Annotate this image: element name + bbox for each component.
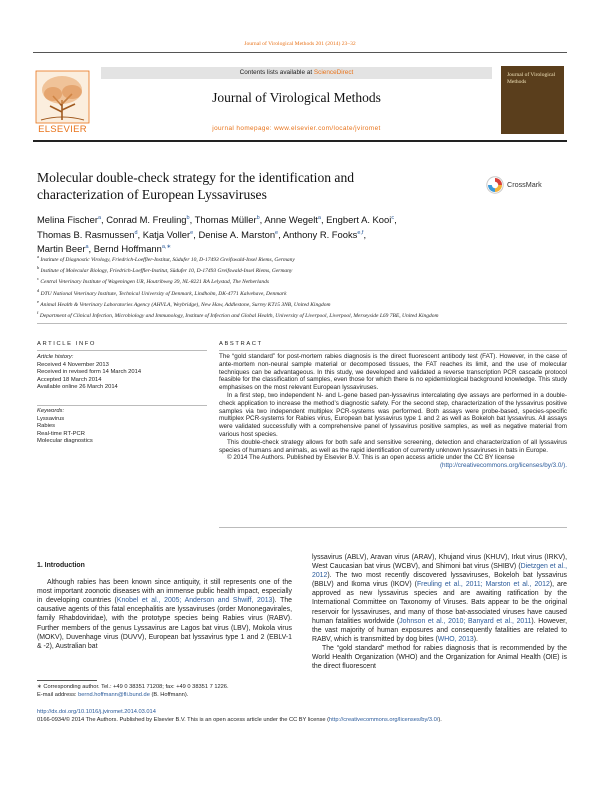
keyword-item: Rabies (37, 423, 56, 430)
keywords-rule (37, 405, 207, 406)
author-name[interactable]: Bernd Hoffmann (93, 243, 162, 255)
affiliation-item: c Central Veterinary Institute of Wageni… (37, 276, 270, 286)
author-affil-marker[interactable]: b (256, 215, 260, 221)
footnote-rule (37, 680, 97, 681)
author-affil-marker[interactable]: b (186, 215, 190, 221)
running-head: Journal of Virological Methods 201 (2014… (244, 41, 356, 47)
abstract-paragraph-3: This double-check strategy allows for bo… (219, 438, 567, 454)
citation-link[interactable]: WHO, 2013 (437, 635, 474, 643)
abstract-copyright: © 2014 The Authors. Published by Elsevie… (227, 454, 515, 462)
author-affil-marker[interactable]: e,f (357, 229, 364, 236)
abstract-paragraph-1: The “gold standard” for post-mortem rabi… (219, 353, 567, 392)
keyword-item: Lyssavirus (37, 415, 65, 422)
crossmark-label: CrossMark (507, 180, 542, 189)
article-title-line-2: characterization of European Lyssaviruse… (37, 186, 267, 202)
license-link[interactable]: (http://creativecommons.org/licenses/by/… (439, 462, 567, 470)
affiliation-list: a Institute of Diagnostic Virology, Frie… (37, 253, 557, 320)
abstract-paragraph-2: In a first step, two independent N- and … (219, 391, 567, 438)
intro-paragraph-2: The “gold standard” method for rabies di… (312, 644, 567, 671)
crossmark-icon[interactable] (486, 176, 504, 194)
author-name[interactable]: Denise A. Marston (198, 228, 276, 240)
homepage-label: journal homepage: (212, 125, 275, 132)
author-name[interactable]: Engbert A. Kooi (326, 214, 392, 226)
contents-prefix: Contents lists available at (239, 69, 314, 76)
history-revised: Received in revised form 14 March 2014 (37, 369, 142, 376)
author-affil-marker[interactable]: e (190, 229, 194, 236)
citation-link[interactable]: Freuling et al., 2011; Marston et al., 2… (416, 581, 550, 589)
author-affil-marker[interactable]: a (97, 215, 102, 221)
article-info-heading: ARTICLE INFO (37, 341, 97, 347)
email-link[interactable]: bernd.hoffmann@fli.bund.de (78, 691, 150, 698)
journal-cover-image (501, 66, 564, 134)
keywords: Keywords: Lyssavirus Rabies Real-time RT… (37, 408, 207, 446)
affiliation-item: a Institute of Diagnostic Virology, Frie… (37, 254, 295, 263)
issn-line: 0166-0934/© 2014 The Authors. Published … (37, 716, 442, 723)
email-note: E-mail address: bernd.hoffmann@fli.bund.… (37, 691, 189, 698)
author-affil-marker[interactable]: d (134, 229, 138, 236)
article-info-rule (37, 350, 207, 351)
intro-paragraph-cont: lyssavirus (ABLV), Aravan virus (ARAV), … (312, 554, 567, 643)
author-name[interactable]: Thomas B. Rasmussen (37, 228, 135, 240)
article-title-line-1: Molecular double-check strategy for the … (37, 170, 355, 185)
author-affil-marker[interactable]: a (85, 244, 89, 251)
author-affil-marker[interactable]: c (391, 215, 395, 221)
abstract-rule (219, 350, 567, 351)
abstract-bottom-rule (219, 527, 567, 528)
affiliation-item: e Animal Health & Veterinary Laboratorie… (37, 298, 331, 308)
article-title: Molecular double-check strategy for the … (37, 170, 467, 203)
author-name[interactable]: Anthony R. Fooks (282, 228, 358, 240)
body-right-column: lyssavirus (ABLV), Aravan virus (ARAV), … (312, 553, 567, 671)
author-name[interactable]: Martin Beer (37, 243, 86, 255)
history-online: Available online 26 March 2014 (37, 384, 118, 391)
author-line-3: Martin Beera, Bernd Hoffmanna,∗ (37, 243, 172, 255)
affiliation-item: f Department of Clinical Infection, Micr… (37, 310, 439, 319)
citation-link[interactable]: Knobel et al., 2005; Anderson and Shwiff… (116, 597, 273, 605)
intro-paragraph: Although rabies has been known since ant… (37, 579, 292, 650)
citation-link[interactable]: Johnson et al., 2010; Banyard et al., 20… (399, 617, 532, 625)
contents-line: Contents lists available at ScienceDirec… (101, 69, 492, 76)
sciencedirect-link[interactable]: ScienceDirect (313, 69, 354, 76)
body-left-column: 1. Introduction Although rabies has been… (37, 561, 292, 651)
journal-homepage: journal homepage: www.elsevier.com/locat… (101, 125, 492, 132)
author-list: Melina Fischera, Conrad M. Freulingb, Th… (37, 212, 497, 256)
author-line-1: Melina Fischera, Conrad M. Freulingb, Th… (37, 214, 397, 226)
affiliation-item: d DTU National Veterinary Institute, Tec… (37, 287, 287, 297)
header-bottom-rule (33, 140, 567, 142)
contents-band (101, 67, 492, 79)
doi-link[interactable]: http://dx.doi.org/10.1016/j.jviromet.201… (37, 709, 156, 715)
history-received: Received 4 November 2013 (37, 361, 109, 368)
corresponding-author-note: ∗ Corresponding author. Tel.: +49 0 3835… (37, 684, 229, 690)
keyword-item: Molecular diagnostics (37, 438, 93, 445)
author-affil-marker[interactable]: e (275, 229, 279, 236)
cover-title: Journal of Virological Methods (507, 72, 556, 85)
elsevier-tree-logo (35, 70, 90, 124)
cc-license-link[interactable]: http://creativecommons.org/licenses/by/3… (329, 716, 439, 723)
keywords-heading: Keywords: (37, 408, 65, 414)
doi-block: http://dx.doi.org/10.1016/j.jviromet.201… (37, 709, 567, 724)
affiliation-item: b Institute of Molecular Biology, Friedr… (37, 265, 293, 275)
author-name[interactable]: Melina Fischer (37, 214, 98, 226)
article-history: Article history: Received 4 November 201… (37, 354, 207, 392)
author-affil-marker[interactable]: a,∗ (161, 244, 172, 251)
keyword-item: Real-time RT-PCR (37, 430, 85, 437)
author-affil-marker[interactable]: a (317, 215, 321, 221)
author-name[interactable]: Thomas Müller (194, 214, 257, 226)
history-heading: Article history: (37, 354, 74, 360)
author-name[interactable]: Katja Voller (142, 228, 191, 240)
homepage-link[interactable]: www.elsevier.com/locate/jviromet (274, 125, 381, 132)
history-accepted: Accepted 18 March 2014 (37, 376, 102, 383)
publisher-name: ELSEVIER (38, 124, 87, 135)
abstract-body: The “gold standard” for post-mortem rabi… (219, 353, 567, 470)
journal-title: Journal of Virological Methods (212, 90, 381, 105)
introduction-heading: 1. Introduction (37, 562, 85, 569)
footnotes: ∗ Corresponding author. Tel.: +49 0 3835… (37, 684, 307, 699)
author-name[interactable]: Anne Wegelt (264, 214, 318, 226)
author-line-2: Thomas B. Rasmussend, Katja Vollere, Den… (37, 228, 367, 240)
header-top-rule (33, 52, 567, 53)
abstract-heading: ABSTRACT (219, 341, 263, 347)
citation-link[interactable]: Dietzgen et al., 2012 (312, 563, 567, 580)
author-name[interactable]: Conrad M. Freuling (106, 214, 187, 226)
affiliation-rule (37, 323, 567, 324)
